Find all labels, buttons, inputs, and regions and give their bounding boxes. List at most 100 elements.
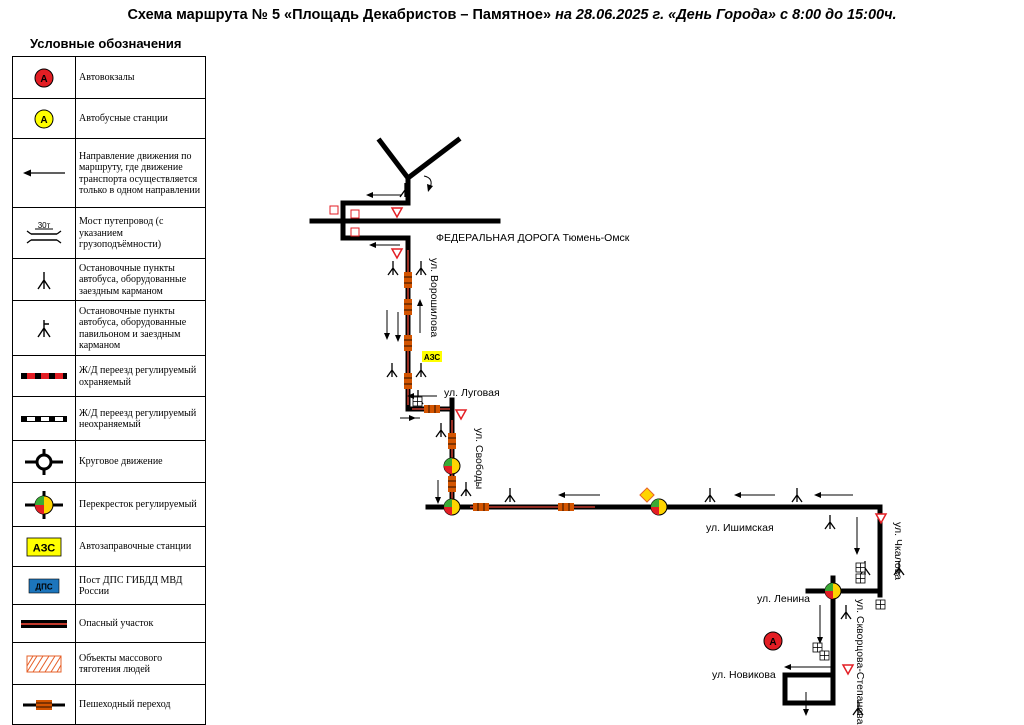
legend-label: Автобусные станции bbox=[75, 98, 206, 139]
road-novikova-loop bbox=[782, 672, 836, 706]
legend-row: Ж/Д переезд регулируемый охраняемый bbox=[12, 355, 206, 397]
pedestrian-crossing bbox=[403, 372, 413, 390]
pedestrian-crossing bbox=[447, 432, 457, 450]
grid-marker bbox=[855, 562, 866, 573]
direction-arrows bbox=[366, 175, 860, 716]
bus-terminal-letter: А bbox=[40, 74, 47, 85]
warning-sign bbox=[329, 205, 339, 215]
bus-stop bbox=[386, 362, 398, 378]
legend-label: Перекресток регулируемый bbox=[75, 482, 206, 527]
title-main: Схема маршрута № 5 «Площадь Декабристов … bbox=[127, 7, 552, 23]
gas-station-icon: АЗС bbox=[26, 537, 62, 556]
bus-stops bbox=[386, 182, 905, 716]
pedestrian-crossing bbox=[403, 271, 413, 289]
warning-sign bbox=[350, 227, 360, 237]
bus-stop-pocket-icon bbox=[37, 271, 51, 289]
legend-label: Пешеходный переход bbox=[75, 684, 206, 725]
pedestrian-crossing bbox=[423, 404, 441, 414]
bridge-icon: 30т bbox=[26, 221, 62, 244]
one-way-arrow-icon bbox=[23, 169, 65, 177]
yield-sign bbox=[842, 664, 854, 675]
bus-station-letter: А bbox=[40, 115, 47, 126]
page-title: Схема маршрута № 5 «Площадь Декабристов … bbox=[0, 7, 1024, 23]
grid-marker bbox=[855, 573, 866, 584]
traffic-light-icon bbox=[25, 490, 63, 519]
gas-station-label: АЗС bbox=[424, 353, 441, 362]
legend-row: 30т Мост путепровод (с указанием грузопо… bbox=[12, 207, 206, 259]
bus-stop bbox=[460, 481, 472, 497]
bus-station-icon: А bbox=[34, 109, 54, 128]
legend-title: Условные обозначения bbox=[30, 36, 182, 51]
warning-sign bbox=[350, 209, 360, 219]
guarded-railway-crossing-icon bbox=[21, 373, 67, 379]
pedestrian-crossing bbox=[557, 502, 575, 512]
grid-marker bbox=[412, 396, 423, 407]
yield-sign bbox=[391, 248, 403, 259]
roundabout-icon bbox=[25, 448, 63, 475]
traffic-light bbox=[650, 498, 668, 516]
bus-stop bbox=[824, 514, 836, 530]
street-label-lenina: ул. Ленина bbox=[757, 593, 811, 605]
street-label-ishimskaya: ул. Ишимская bbox=[706, 522, 774, 534]
street-label-svobody: ул. Свободы bbox=[473, 428, 485, 490]
legend-label: Остановочные пункты автобуса, оборудован… bbox=[75, 300, 206, 356]
road-network bbox=[309, 136, 883, 706]
bus-stop bbox=[504, 487, 516, 503]
legend-row: Остановочные пункты автобуса, оборудован… bbox=[12, 300, 206, 356]
title-date: на 28.06.2025 г. «День Города» с 8:00 до… bbox=[555, 7, 897, 23]
bus-stop bbox=[791, 487, 803, 503]
legend-label: Опасный участок bbox=[75, 604, 206, 643]
street-label-lugovaya: ул. Луговая bbox=[444, 387, 500, 399]
priority-road-sign bbox=[639, 487, 655, 503]
dangerous-section-icon bbox=[21, 619, 67, 628]
legend-label: Объекты массового тяготения людей bbox=[75, 642, 206, 685]
legend-table: А Автовокзалы А Автобусные станции Напра… bbox=[12, 56, 206, 725]
legend-row: Перекресток регулируемый bbox=[12, 482, 206, 527]
police-post-icon: ДПС bbox=[28, 578, 60, 593]
bus-stop bbox=[415, 260, 427, 276]
grid-marker bbox=[875, 599, 886, 610]
traffic-light bbox=[443, 498, 461, 516]
police-post-badge: ДПС bbox=[35, 582, 52, 591]
legend-row: Опасный участок bbox=[12, 604, 206, 643]
pedestrian-crossing bbox=[472, 502, 490, 512]
bus-terminal-map-letter: А bbox=[769, 637, 776, 648]
legend-row: Пешеходный переход bbox=[12, 684, 206, 725]
bridge-sign-text: 30т bbox=[38, 221, 51, 230]
bus-stop-pavilion-icon bbox=[37, 320, 51, 338]
legend-label: Ж/Д переезд регулируемый охраняемый bbox=[75, 355, 206, 397]
road-fork-north bbox=[376, 136, 462, 182]
grid-marker bbox=[819, 650, 830, 661]
legend-row: Объекты массового тяготения людей bbox=[12, 642, 206, 685]
street-label-skvortsova: ул. Скворцова-Степанова bbox=[854, 599, 866, 725]
legend-row: Направление движения по маршруту, где дв… bbox=[12, 138, 206, 208]
street-label-chkalova: ул. Чкалова bbox=[892, 522, 904, 581]
legend-row: А Автобусные станции bbox=[12, 98, 206, 139]
bus-terminal: А bbox=[763, 631, 783, 651]
legend-row: Круговое движение bbox=[12, 440, 206, 483]
regulated-intersections bbox=[443, 457, 842, 600]
junction-signs bbox=[329, 205, 655, 503]
pedestrian-crossing bbox=[403, 298, 413, 316]
yield-signs bbox=[391, 207, 887, 675]
pedestrian-crossing bbox=[447, 475, 457, 493]
bus-stop bbox=[435, 422, 447, 438]
street-label-federal-road: ФЕДЕРАЛЬНАЯ ДОРОГА Тюмень-Омск bbox=[436, 232, 630, 244]
legend-label: Ж/Д переезд регулируемый неохраняемый bbox=[75, 396, 206, 441]
traffic-light bbox=[443, 457, 461, 475]
legend-row: ДПС Пост ДПС ГИБДД МВД России bbox=[12, 566, 206, 605]
bus-stop bbox=[387, 260, 399, 276]
legend-label: Круговое движение bbox=[75, 440, 206, 483]
unguarded-railway-crossing-icon bbox=[21, 415, 67, 422]
crowd-area-icon bbox=[26, 655, 62, 672]
bus-stop bbox=[840, 604, 852, 620]
yield-sign bbox=[455, 409, 467, 420]
pedestrian-crossing bbox=[403, 334, 413, 352]
yield-sign bbox=[391, 207, 403, 218]
street-label-novikova: ул. Новикова bbox=[712, 669, 776, 681]
legend-label: Направление движения по маршруту, где дв… bbox=[75, 138, 206, 208]
legend-row: Остановочные пункты автобуса, оборудован… bbox=[12, 258, 206, 301]
bus-stop bbox=[704, 487, 716, 503]
gas-station-badge: АЗС bbox=[33, 542, 56, 554]
